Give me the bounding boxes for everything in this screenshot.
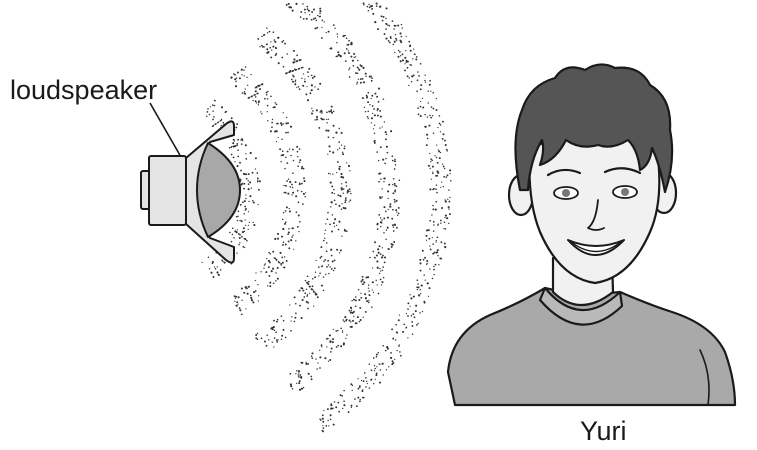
shirt: [448, 288, 735, 405]
yuri-label: Yuri: [580, 416, 627, 447]
sound-waves: [201, 2, 451, 432]
yuri-figure: [448, 64, 735, 405]
loudspeaker-icon: [141, 121, 240, 262]
loudspeaker-label: loudspeaker: [10, 75, 157, 106]
speaker-label-leader-line: [150, 103, 181, 157]
